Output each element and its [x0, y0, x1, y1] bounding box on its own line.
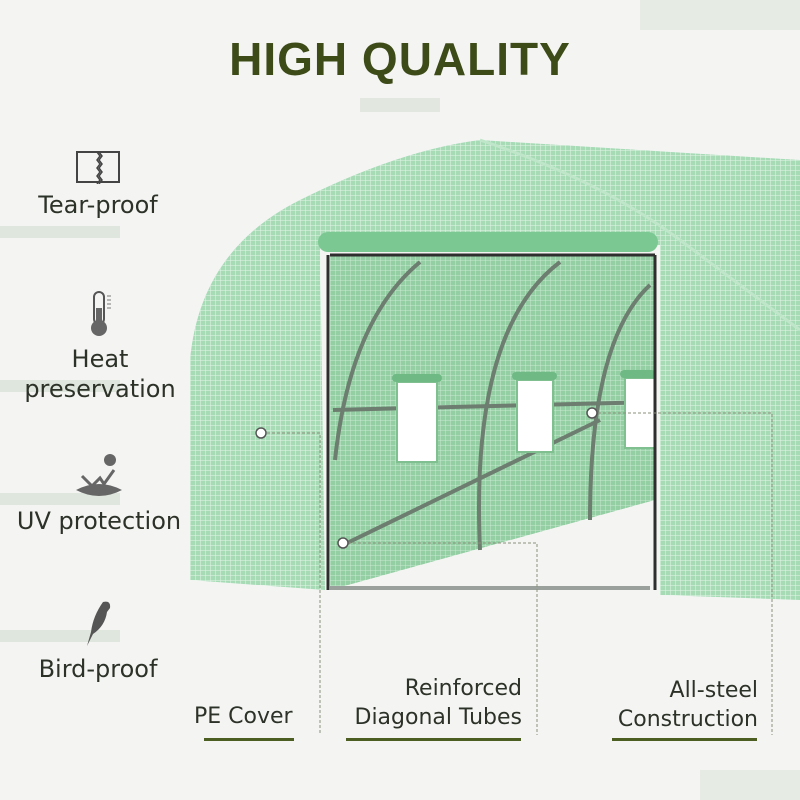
callout-diagonal-tubes: Reinforced Diagonal Tubes [340, 674, 523, 732]
title-underline [360, 98, 440, 112]
callout-underline [612, 738, 757, 741]
callout-all-steel: All-steel Construction [600, 676, 758, 734]
background-stripe [700, 770, 800, 800]
feature-uv-protection: UV protection [4, 450, 194, 536]
callout-line: Construction [617, 707, 758, 732]
bird-icon [87, 601, 111, 646]
feature-bird-proof: Bird-proof [3, 598, 193, 684]
background-stripe [640, 0, 800, 30]
callout-pe-cover: PE Cover [194, 704, 293, 729]
page-title: HIGH QUALITY [229, 33, 571, 85]
torn-sheet-icon [76, 151, 120, 184]
callout-line: Reinforced [404, 676, 522, 701]
feature-heat-preservation: Heat preservation [5, 290, 195, 404]
callout-underline [204, 738, 294, 741]
feature-bar [0, 493, 120, 505]
feature-label: preservation [24, 375, 176, 403]
thermometer-icon [91, 291, 111, 336]
callout-underline [346, 738, 521, 741]
feature-label: UV protection [16, 507, 182, 535]
steel-arches [332, 260, 656, 551]
callout-line: Diagonal Tubes [354, 705, 523, 730]
feature-bar [0, 226, 120, 238]
feature-tear-proof: Tear-proof [3, 150, 193, 220]
feature-bar [0, 380, 120, 392]
feature-label: Bird-proof [38, 655, 158, 683]
uv-reflection-icon [76, 454, 122, 496]
feature-label: Heat [71, 345, 129, 373]
door-frame [326, 253, 657, 590]
feature-label: Tear-proof [38, 191, 158, 219]
callout-line: All-steel [669, 678, 758, 703]
